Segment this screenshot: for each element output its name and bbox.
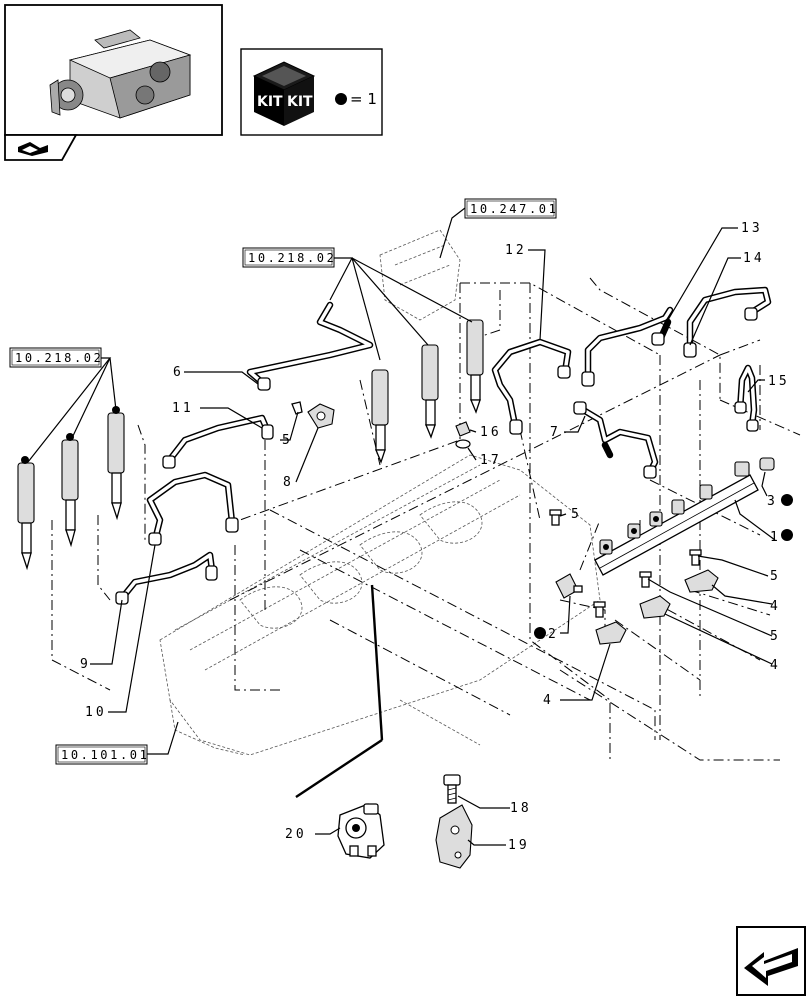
- callout-10: 10: [85, 705, 107, 720]
- callout-9: 9: [80, 657, 91, 672]
- callout-5b: 5: [770, 629, 781, 644]
- kit-box-icon: KIT KIT: [252, 61, 316, 126]
- ref-box-2[interactable]: 10.218.02: [242, 247, 336, 268]
- small-parts: [291, 401, 775, 869]
- plug-part: [759, 457, 775, 471]
- injector-part: [61, 433, 79, 548]
- injector-part: [466, 319, 484, 414]
- callout-6: 6: [173, 365, 184, 380]
- kit-dot-icon: [781, 529, 793, 541]
- callout-17: 17: [480, 453, 502, 468]
- bracket-part: [684, 569, 719, 593]
- pipe-12: [491, 338, 572, 435]
- callout-15: 15: [768, 374, 790, 389]
- kit-dot-icon: [534, 627, 546, 639]
- bracket-part: [595, 621, 627, 645]
- ref-box-3[interactable]: 10.218.02: [9, 347, 103, 368]
- ref-box-4[interactable]: 10.101.01: [55, 744, 149, 765]
- kit-dot-icon: [335, 93, 347, 105]
- pipe-6: [246, 301, 374, 391]
- injector-part: [107, 406, 125, 521]
- bracket-19-part: [435, 804, 473, 869]
- common-rail: [594, 461, 759, 576]
- pipe-15: [734, 364, 759, 432]
- callout-4c: 4: [543, 693, 554, 708]
- callout-4a: 4: [770, 599, 781, 614]
- callout-8: 8: [283, 475, 294, 490]
- sensor-part: [555, 573, 583, 599]
- bolt-part: [549, 509, 562, 526]
- callout-labels: 1 2 3 4 4 4 5 5 5 5 6 7 8 9 10 11 12 13 …: [80, 221, 790, 853]
- callout-5d: 5: [282, 433, 293, 448]
- callout-5a: 5: [770, 569, 781, 584]
- pipe-10: [146, 471, 239, 546]
- callout-13: 13: [741, 221, 763, 236]
- bookmark-arrow-icon: [18, 142, 48, 156]
- bolt-part: [689, 549, 702, 566]
- callout-11: 11: [172, 401, 194, 416]
- ref-label-1: 10.247.01: [470, 202, 558, 216]
- fuel-pipes: [115, 286, 772, 605]
- pipe-9: [115, 551, 218, 605]
- callout-2: 2: [548, 627, 559, 642]
- callout-20: 20: [285, 827, 307, 842]
- sensor-8-part: [291, 401, 335, 429]
- ref-label-3: 10.218.02: [15, 351, 103, 365]
- ref-label-2: 10.218.02: [248, 251, 336, 265]
- callout-7: 7: [550, 425, 561, 440]
- bolt-part: [593, 601, 606, 618]
- kit-label-right: KIT: [287, 94, 313, 110]
- callout-3: 3: [767, 494, 778, 509]
- ref-label-4: 10.101.01: [61, 748, 149, 762]
- pipe-7: [573, 401, 659, 479]
- bolt-18-part: [443, 774, 461, 804]
- callout-14: 14: [743, 251, 765, 266]
- pipe-14: [683, 286, 772, 358]
- kit-label-left: KIT: [257, 94, 283, 110]
- callout-18: 18: [510, 801, 532, 816]
- seal-part: [455, 421, 471, 449]
- callout-4b: 4: [770, 658, 781, 673]
- injector-part: [371, 369, 389, 464]
- pipe-11: [162, 414, 274, 469]
- ref-box-1[interactable]: 10.247.01: [464, 198, 558, 219]
- kit-equals: = 1: [350, 90, 377, 108]
- kit-legend: KIT KIT = 1: [240, 48, 383, 136]
- bookmark-tab[interactable]: [4, 134, 78, 161]
- callout-1: 1: [770, 530, 781, 545]
- engine-thumbnail[interactable]: [4, 4, 223, 136]
- pump-20-part: [337, 803, 385, 859]
- callout-5c: 5: [571, 507, 582, 522]
- injector-part: [17, 456, 35, 571]
- callout-12: 12: [505, 243, 527, 258]
- engine-block-ghost: [159, 229, 601, 756]
- injectors-left: [17, 406, 125, 571]
- injector-part: [421, 344, 439, 439]
- callout-19: 19: [508, 838, 530, 853]
- callout-16: 16: [480, 425, 502, 440]
- bracket-part: [639, 595, 671, 619]
- next-page-arrow-icon: [744, 948, 798, 986]
- kit-markers: [534, 494, 793, 639]
- injectors-middle: [371, 319, 484, 464]
- pipe-13: [581, 306, 674, 387]
- next-page-button[interactable]: [736, 926, 806, 996]
- kit-dot-icon: [781, 494, 793, 506]
- bolt-part: [639, 571, 652, 588]
